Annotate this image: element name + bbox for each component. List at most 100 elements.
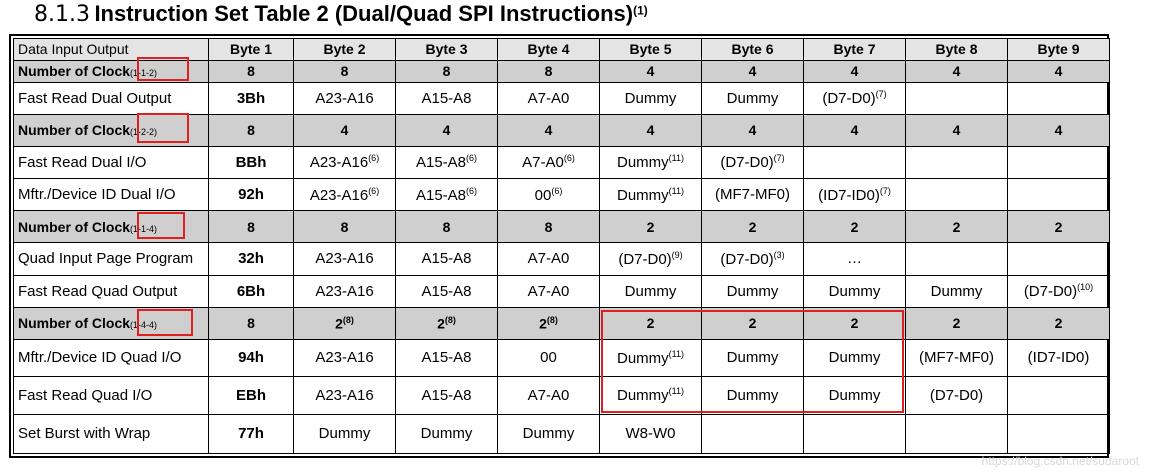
byte-cell: Dummy(11) bbox=[599, 178, 702, 212]
byte-value: 8 bbox=[247, 315, 255, 332]
byte-cell: 8 bbox=[208, 306, 294, 340]
byte-value: A7-A0 bbox=[522, 154, 564, 172]
byte-value: 4 bbox=[850, 122, 859, 139]
byte-cell: (D7-D0)(10) bbox=[1007, 274, 1110, 308]
title-text: Instruction Set Table 2 (Dual/Quad SPI I… bbox=[94, 1, 634, 26]
byte-cell: 4 bbox=[905, 59, 1008, 83]
row-label-text: Number of Clock bbox=[18, 122, 131, 139]
byte-cell bbox=[905, 242, 1008, 276]
byte-cell bbox=[1007, 376, 1110, 415]
byte-value: 2 bbox=[952, 315, 961, 332]
byte-value: (D7-D0) bbox=[1023, 283, 1078, 301]
instruction-name: Fast Read Dual Output bbox=[13, 81, 209, 115]
byte-cell: Dummy bbox=[701, 338, 804, 378]
byte-cell: Dummy bbox=[599, 81, 702, 115]
byte-cell bbox=[905, 81, 1008, 115]
footnote-ref: (11) bbox=[668, 185, 684, 196]
byte-cell: A7-A0(6) bbox=[497, 145, 600, 180]
byte-value: A15-A8 bbox=[421, 349, 472, 367]
byte-value: Dummy bbox=[828, 386, 881, 404]
section-title: 8.1.3 Instruction Set Table 2 (Dual/Quad… bbox=[34, 1, 648, 31]
row-label-text: Fast Read Quad Output bbox=[18, 282, 178, 300]
byte-cell: 4 bbox=[293, 113, 396, 147]
byte-cell: EBh bbox=[208, 376, 294, 415]
row-label-text: Number of Clock bbox=[18, 218, 131, 235]
byte-value: A23-A16 bbox=[315, 386, 374, 404]
footnote-ref: (6) bbox=[466, 185, 478, 196]
byte-value: 00 bbox=[534, 186, 552, 204]
io-mode-label: (1-2-2) bbox=[130, 127, 158, 138]
byte-value: 8 bbox=[247, 63, 255, 80]
byte-value: 4 bbox=[544, 122, 553, 139]
byte-cell: 4 bbox=[599, 59, 702, 83]
byte-value: 4 bbox=[952, 63, 961, 80]
byte-cell: (D7-D0)(9) bbox=[599, 242, 702, 276]
footnote-ref: (7) bbox=[875, 89, 887, 100]
byte-cell: Dummy bbox=[803, 338, 906, 378]
byte-cell: 4 bbox=[803, 113, 906, 147]
byte-cell: Dummy(11) bbox=[599, 338, 702, 378]
byte-value: A23-A16 bbox=[315, 282, 374, 300]
footnote-ref: (7) bbox=[773, 153, 785, 164]
byte-cell: 4 bbox=[1007, 59, 1110, 83]
byte-cell: Dummy bbox=[293, 413, 396, 454]
byte-cell: 3Bh bbox=[208, 81, 294, 115]
byte-value: Dummy bbox=[828, 349, 881, 367]
footnote-ref: (11) bbox=[668, 348, 684, 359]
byte-cell: 2 bbox=[599, 306, 702, 340]
byte-cell: A23-A16 bbox=[293, 376, 396, 415]
byte-cell bbox=[1007, 81, 1110, 115]
byte-value: Dummy bbox=[616, 387, 669, 405]
byte-value: 4 bbox=[952, 122, 961, 139]
byte-cell: Dummy bbox=[803, 376, 906, 415]
footnote-ref: (6) bbox=[368, 185, 380, 196]
footnote-ref: (6) bbox=[563, 153, 575, 164]
byte-value: Dummy bbox=[616, 154, 669, 172]
byte-value: A7-A0 bbox=[527, 250, 570, 268]
clock-row-label: Number of Clock(1-1-4) bbox=[13, 210, 209, 244]
byte-cell: A15-A8 bbox=[395, 274, 498, 308]
byte-cell: 4 bbox=[395, 113, 498, 147]
byte-value: Dummy bbox=[726, 282, 779, 300]
byte-cell: A15-A8 bbox=[395, 338, 498, 378]
header-row: Data Input Output Byte 1 Byte 2 Byte 3 B… bbox=[13, 38, 1110, 61]
byte-value: (D7-D0) bbox=[720, 154, 774, 172]
byte-value: 2 bbox=[850, 315, 859, 332]
row-label-text: Fast Read Quad I/O bbox=[18, 386, 153, 404]
byte-value: EBh bbox=[236, 386, 266, 404]
byte-value: A15-A8 bbox=[415, 154, 467, 172]
byte-cell: Dummy bbox=[599, 274, 702, 308]
header-cell: Byte 2 bbox=[293, 38, 396, 61]
byte-cell: 2(8) bbox=[395, 306, 498, 340]
byte-value: W8-W0 bbox=[625, 425, 676, 443]
footnote-ref: (3) bbox=[773, 249, 785, 260]
byte-cell: A7-A0 bbox=[497, 376, 600, 415]
byte-value: (ID7-ID0) bbox=[818, 186, 880, 204]
byte-value: 8 bbox=[247, 122, 255, 139]
byte-value: 2 bbox=[1054, 315, 1063, 332]
byte-value: A7-A0 bbox=[527, 282, 570, 300]
byte-value: (MF7-MF0) bbox=[919, 349, 994, 367]
byte-value: Dummy bbox=[616, 186, 669, 204]
row-label-text: Number of Clock bbox=[18, 63, 131, 80]
byte-value: 2 bbox=[748, 218, 757, 235]
byte-value: Dummy bbox=[624, 89, 677, 107]
io-mode-label: (1-1-4) bbox=[130, 223, 158, 234]
byte-cell: 4 bbox=[905, 113, 1008, 147]
byte-value: 4 bbox=[646, 63, 655, 80]
byte-value: 2 bbox=[850, 218, 859, 235]
byte-cell: … bbox=[803, 242, 906, 276]
byte-value: Dummy bbox=[726, 386, 779, 404]
byte-value: 4 bbox=[850, 63, 859, 80]
footnote-ref: (7) bbox=[879, 185, 891, 196]
byte-cell: 4 bbox=[803, 59, 906, 83]
byte-cell: (ID7-ID0) bbox=[1007, 338, 1110, 378]
byte-cell: A7-A0 bbox=[497, 274, 600, 308]
footnote-ref: (8) bbox=[546, 314, 558, 325]
byte-value: 8 bbox=[544, 63, 553, 80]
byte-cell: Dummy bbox=[701, 376, 804, 415]
byte-cell: A23-A16 bbox=[293, 81, 396, 115]
